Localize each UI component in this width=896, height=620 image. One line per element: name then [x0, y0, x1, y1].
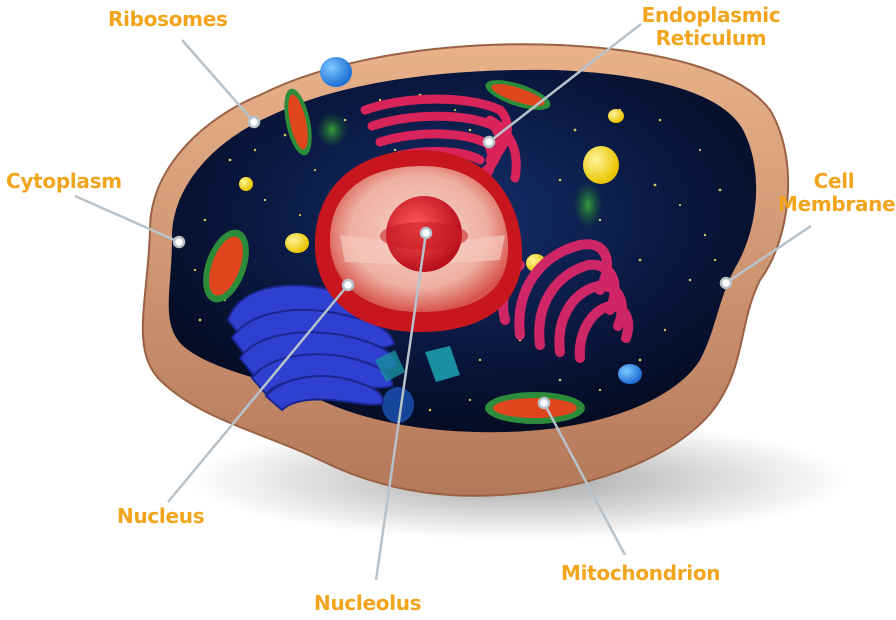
label-cytoplasm: Cytoplasm — [6, 170, 122, 193]
lysosome-yellow — [239, 177, 253, 191]
vesicle-blue — [320, 57, 352, 87]
label-endoplasmic-reticulum: Endoplasmic Reticulum — [636, 4, 786, 50]
lysosome-yellow — [583, 146, 619, 184]
label-er-line1: Endoplasmic — [636, 4, 786, 27]
vesicle-green — [573, 181, 603, 229]
label-er-line2: Reticulum — [636, 27, 786, 50]
label-mitochondrion: Mitochondrion — [561, 562, 720, 585]
lysosome-yellow — [285, 233, 309, 253]
vesicle-blue — [382, 387, 414, 423]
mitochondrion-bottom — [485, 392, 585, 424]
lysosome-yellow — [608, 109, 624, 123]
label-ribosomes: Ribosomes — [108, 8, 228, 31]
label-membrane-line1: Cell — [778, 170, 890, 193]
leader-ribosomes — [182, 40, 254, 122]
label-membrane-line2: Membrane — [778, 193, 890, 216]
vesicle-green — [316, 112, 348, 148]
label-nucleus: Nucleus — [117, 505, 204, 528]
label-cell-membrane: Cell Membrane — [778, 170, 890, 216]
vesicle-blue — [618, 364, 642, 384]
label-nucleolus: Nucleolus — [314, 592, 421, 615]
